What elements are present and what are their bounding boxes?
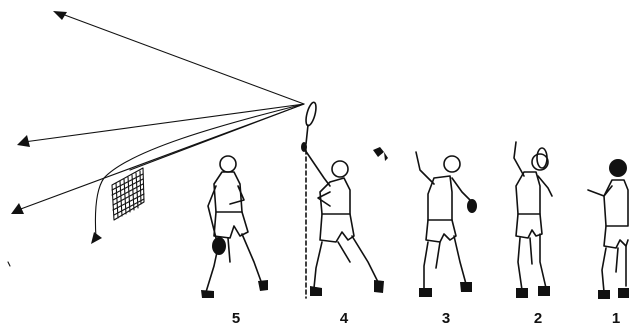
player-2-arm-up	[514, 142, 524, 176]
trajectory-lines	[8, 11, 304, 266]
net-mesh	[112, 171, 144, 218]
player-4-racket-head	[304, 101, 318, 126]
player-5-shoe-right	[258, 280, 268, 291]
player-4-head	[332, 161, 348, 177]
player-3-head	[444, 156, 460, 172]
player-4-arm-up	[305, 150, 330, 186]
player-3-shorts	[426, 220, 456, 242]
player-4-shoe-left	[310, 286, 322, 296]
player-3-shoe-left	[419, 288, 432, 297]
player-4-legs	[314, 236, 378, 288]
player-3-torso	[428, 176, 452, 220]
player-figure-2	[514, 142, 552, 298]
player-figure-4	[301, 101, 384, 298]
player-4-shoe-right	[374, 280, 384, 293]
player-3-arm-back	[452, 178, 470, 200]
player-5-head	[220, 156, 236, 172]
trajectory-clear-line	[62, 14, 304, 104]
stage-labels: 5 4 3 2 1	[232, 310, 620, 327]
player-3-racket-head	[467, 199, 477, 213]
player-1-legs	[602, 246, 626, 292]
player-3-arm-up	[416, 152, 434, 184]
player-1-head	[609, 159, 627, 177]
player-1-shoe-right	[618, 288, 629, 298]
player-5-racket-head	[212, 237, 226, 255]
shuttle-arrow-drive-icon	[17, 135, 30, 147]
net	[112, 168, 144, 220]
player-figure-3	[416, 152, 477, 297]
player-figure-1	[588, 159, 629, 299]
player-4-racket-handle	[306, 125, 308, 144]
player-4-shorts	[320, 214, 354, 242]
player-5-shoe-left	[201, 290, 214, 298]
stage-label-3: 3	[442, 310, 450, 327]
shuttlecock	[373, 147, 388, 161]
player-3-shoe-right	[460, 282, 472, 292]
margin-mark	[8, 262, 10, 266]
stage-label-5: 5	[232, 310, 240, 327]
shuttlecock-icon	[373, 147, 388, 161]
stage-label-1: 1	[612, 310, 620, 327]
player-3-legs	[424, 236, 466, 290]
player-1-shorts	[604, 226, 628, 248]
stage-label-4: 4	[340, 310, 349, 327]
shuttle-arrow-drop-icon	[91, 232, 102, 244]
player-figure-5	[201, 156, 268, 298]
player-5-torso	[214, 172, 242, 212]
player-2-shorts	[516, 214, 542, 238]
player-2-shoe-right	[538, 286, 550, 296]
trajectory-drop-curve	[95, 104, 304, 238]
stage-label-2: 2	[534, 310, 542, 327]
trajectory-drive-line	[24, 104, 304, 142]
player-2-torso	[516, 172, 540, 214]
player-2-shoe-left	[516, 288, 528, 298]
player-1-torso	[604, 180, 628, 226]
trajectory-net-line	[130, 104, 304, 170]
player-2-legs	[518, 234, 546, 290]
player-1-shoe-left	[598, 290, 610, 299]
player-4-torso	[320, 178, 350, 214]
